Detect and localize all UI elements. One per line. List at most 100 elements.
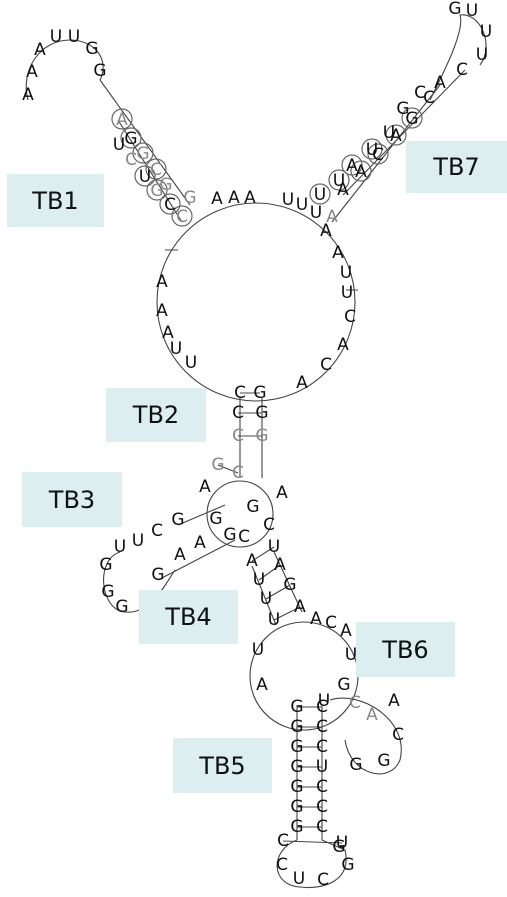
nucleotide-a: A (332, 243, 344, 263)
nucleotide-u: U (114, 537, 126, 557)
nucleotide-u: U (268, 610, 280, 630)
nucleotide-u: U (282, 190, 294, 210)
highlight-circle (146, 179, 168, 201)
region-label-tb1: TB1 (7, 174, 104, 227)
nucleotide-c: C (176, 207, 188, 227)
tb7-hairpin-loop (429, 14, 487, 101)
tb5-inner-pair (273, 606, 301, 621)
nucleotide-a: A (346, 156, 358, 176)
nucleotide-c: C (320, 355, 332, 375)
nucleotide-c: C (232, 403, 244, 423)
nucleotide-a: A (355, 162, 367, 182)
nucleotide-g: G (115, 597, 128, 617)
nucleotide-a: A (22, 85, 34, 105)
nucleotide-u: U (268, 537, 280, 557)
nucleotide-g: G (290, 717, 303, 737)
nucleotide-a: A (26, 62, 38, 82)
nucleotide-g: G (448, 0, 461, 19)
nucleotide-c: C (151, 521, 163, 541)
highlight-circle (134, 165, 156, 187)
nucleotide-c: C (316, 737, 328, 757)
nucleotide-c: C (344, 307, 356, 327)
nucleotide-c: C (263, 515, 275, 535)
nucleotide-u: U (340, 263, 352, 283)
nucleotide-a: A (174, 545, 186, 565)
nucleotide-a: A (156, 272, 168, 292)
tb5-inner-backbone (251, 551, 303, 626)
nucleotide-a: A (194, 533, 206, 553)
nucleotide-a: A (296, 373, 308, 393)
nucleotide-u: U (170, 339, 182, 359)
nucleotide-g: G (290, 817, 303, 837)
nucleotide-g: G (209, 509, 222, 529)
nucleotide-a: A (337, 335, 349, 355)
nucleotide-c: C (423, 88, 435, 108)
nucleotide-g: G (290, 777, 303, 797)
nucleotide-g: G (290, 737, 303, 757)
highlight-circle (145, 158, 167, 180)
nucleotide-u: U (318, 691, 330, 711)
backbone-layer (25, 14, 487, 889)
tb5-pair (282, 840, 343, 844)
nucleotide-u: U (476, 45, 488, 65)
nucleotide-a: A (366, 705, 378, 725)
tb4-hairpin-loop (103, 551, 176, 613)
nucleotide-g: G (377, 751, 390, 771)
nucleotide-c: C (164, 195, 176, 215)
nucleotide-u: U (366, 140, 378, 160)
nucleotide-g: G (223, 525, 236, 545)
nucleotide-g: G (211, 455, 224, 475)
nucleotide-c: C (232, 463, 244, 483)
nucleotide-a: A (274, 555, 286, 575)
nucleotide-g: G (332, 837, 345, 857)
nucleotide-c: C (276, 855, 288, 875)
nucleotide-u: U (139, 167, 151, 187)
tick-marks (165, 249, 358, 291)
nucleotide-g: G (290, 697, 303, 717)
nucleotide-u: U (296, 195, 308, 215)
tb6-hairpin-loop (329, 697, 402, 775)
nucleotide-g: G (255, 426, 268, 446)
nucleotide-g: G (159, 175, 172, 195)
tb1-stem-backbone (99, 79, 191, 223)
region-label-tb7: TB7 (406, 141, 507, 193)
nucleotide-g: G (337, 675, 350, 695)
nucleotide-a: A (434, 73, 446, 93)
highlight-circle (385, 124, 407, 146)
nucleotide-a: A (320, 221, 332, 241)
nucleotide-u: U (466, 1, 478, 21)
nucleotide-c: C (392, 725, 404, 745)
nucleotide-c: C (456, 60, 468, 80)
tb5-inner-pair (258, 564, 281, 581)
nucleotide-g: G (99, 555, 112, 575)
nucleotide-c: C (317, 870, 329, 890)
nucleotide-g: G (136, 144, 149, 164)
nucleotide-g: G (183, 188, 196, 208)
nucleotide-g: G (283, 575, 296, 595)
base-pair-layer (217, 392, 343, 844)
nucleotide-u: U (50, 27, 62, 47)
nucleotide-c: C (125, 150, 137, 170)
nucleotide-g: G (405, 109, 418, 129)
nucleotide-a: A (390, 126, 402, 146)
nucleotide-a: A (156, 301, 168, 321)
nucleotide-g: G (349, 755, 362, 775)
nucleotide-g: G (171, 510, 184, 530)
nucleotide-a: A (326, 207, 338, 227)
nucleotide-a: A (228, 188, 240, 208)
tb2-pair (217, 464, 239, 474)
nucleotide-u: U (252, 640, 264, 660)
nucleotide-a: A (244, 188, 256, 208)
nucleotide-u: U (260, 589, 272, 609)
nucleotide-a: A (162, 323, 174, 343)
nucleotide-g: G (101, 582, 114, 602)
nucleotide-c: C (316, 717, 328, 737)
nucleotide-u: U (253, 570, 265, 590)
region-label-tb5: TB5 (173, 738, 272, 793)
nucleotide-u: U (316, 757, 328, 777)
region-label-tb2: TB2 (106, 388, 206, 442)
highlight-circle (132, 142, 154, 164)
nucleotide-c: C (316, 777, 328, 797)
